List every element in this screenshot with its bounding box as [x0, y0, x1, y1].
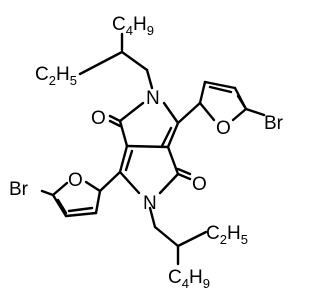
oxygen-atom-furan-right: O	[216, 118, 231, 139]
nitrogen-atom-bottom: N	[143, 193, 157, 214]
bond-furan-left-4	[51, 181, 69, 197]
bond-c4-n-bottom	[118, 170, 141, 195]
bond-c2h5-ch-top	[78, 50, 124, 76]
c4h9-label-bottom: C4H9	[168, 267, 210, 291]
bond-c3a-c3b-center	[125, 144, 170, 149]
bond-ch-ch2-top	[120, 50, 149, 72]
bond-c3-c3b	[166, 121, 180, 149]
alkyl-group-labels: C4H9 C2H5 C2H5 C4H9	[35, 14, 248, 291]
bond-furan-left-double-b	[56, 198, 68, 215]
bond-c6-n-bottom	[158, 172, 180, 195]
bond-furan-left-5	[84, 180, 102, 193]
bond-c6-o-bottom-b	[176, 167, 192, 176]
bond-c1-c3a	[118, 119, 129, 148]
bond-n-c3-top	[162, 101, 180, 125]
bond-c3a-c4	[118, 144, 129, 174]
bond-furan-right-4	[231, 107, 248, 122]
bond-furan-left-3	[51, 193, 68, 218]
bond-lines	[40, 32, 266, 266]
bromine-atom-left: Br	[9, 179, 29, 200]
bond-core-furan-left	[98, 170, 122, 193]
bond-c1-o-top-a	[108, 114, 122, 123]
bond-c4-c4-double	[124, 149, 134, 172]
bond-ch2-ch-bottom	[153, 225, 180, 248]
bond-core-furan-right	[176, 101, 202, 125]
bond-c6-o-bottom-a	[176, 172, 192, 181]
bond-c1-o-top-b	[108, 119, 122, 128]
bond-c3b-c6	[166, 145, 180, 176]
atom-labels: N N O O O O Br Br	[9, 88, 284, 214]
bond-c3-c3b-double	[160, 126, 173, 148]
bond-furan-left-1	[94, 189, 102, 215]
molecule-svg: N N O O O O Br Br C4H9 C2H5 C2H5 C4H9	[9, 14, 284, 291]
bond-ch-c2h5-bottom	[176, 230, 208, 248]
bond-furan-right-1	[198, 80, 207, 105]
bond-furan-right-5	[198, 101, 216, 122]
bromine-atom-right: Br	[264, 113, 284, 134]
oxygen-atom-furan-left: O	[68, 170, 83, 191]
bond-ch2-n-top	[145, 68, 154, 90]
bond-furan-right-2	[203, 80, 237, 90]
c2h5-label-top: C2H5	[35, 64, 77, 88]
molecule-structure-diagram: N N O O O O Br Br C4H9 C2H5 C2H5 C4H9	[9, 14, 284, 291]
bond-n-ch2-bottom	[148, 206, 157, 229]
bond-furan-left-2	[64, 211, 98, 218]
bond-furan-right-double-a	[208, 85, 233, 94]
bond-n-c1-top	[118, 101, 145, 123]
bond-furan-left-double-a	[67, 206, 94, 213]
c4h9-label-top: C4H9	[112, 14, 154, 38]
bond-furan-right-double-b	[236, 94, 248, 111]
oxygen-atom-carbonyl-bottom: O	[192, 174, 207, 195]
bond-furan-right-br	[244, 107, 266, 117]
oxygen-atom-carbonyl-top: O	[91, 108, 106, 129]
c2h5-label-bottom: C2H5	[206, 223, 248, 247]
nitrogen-atom-top: N	[146, 88, 160, 109]
bond-furan-left-br	[40, 189, 55, 197]
